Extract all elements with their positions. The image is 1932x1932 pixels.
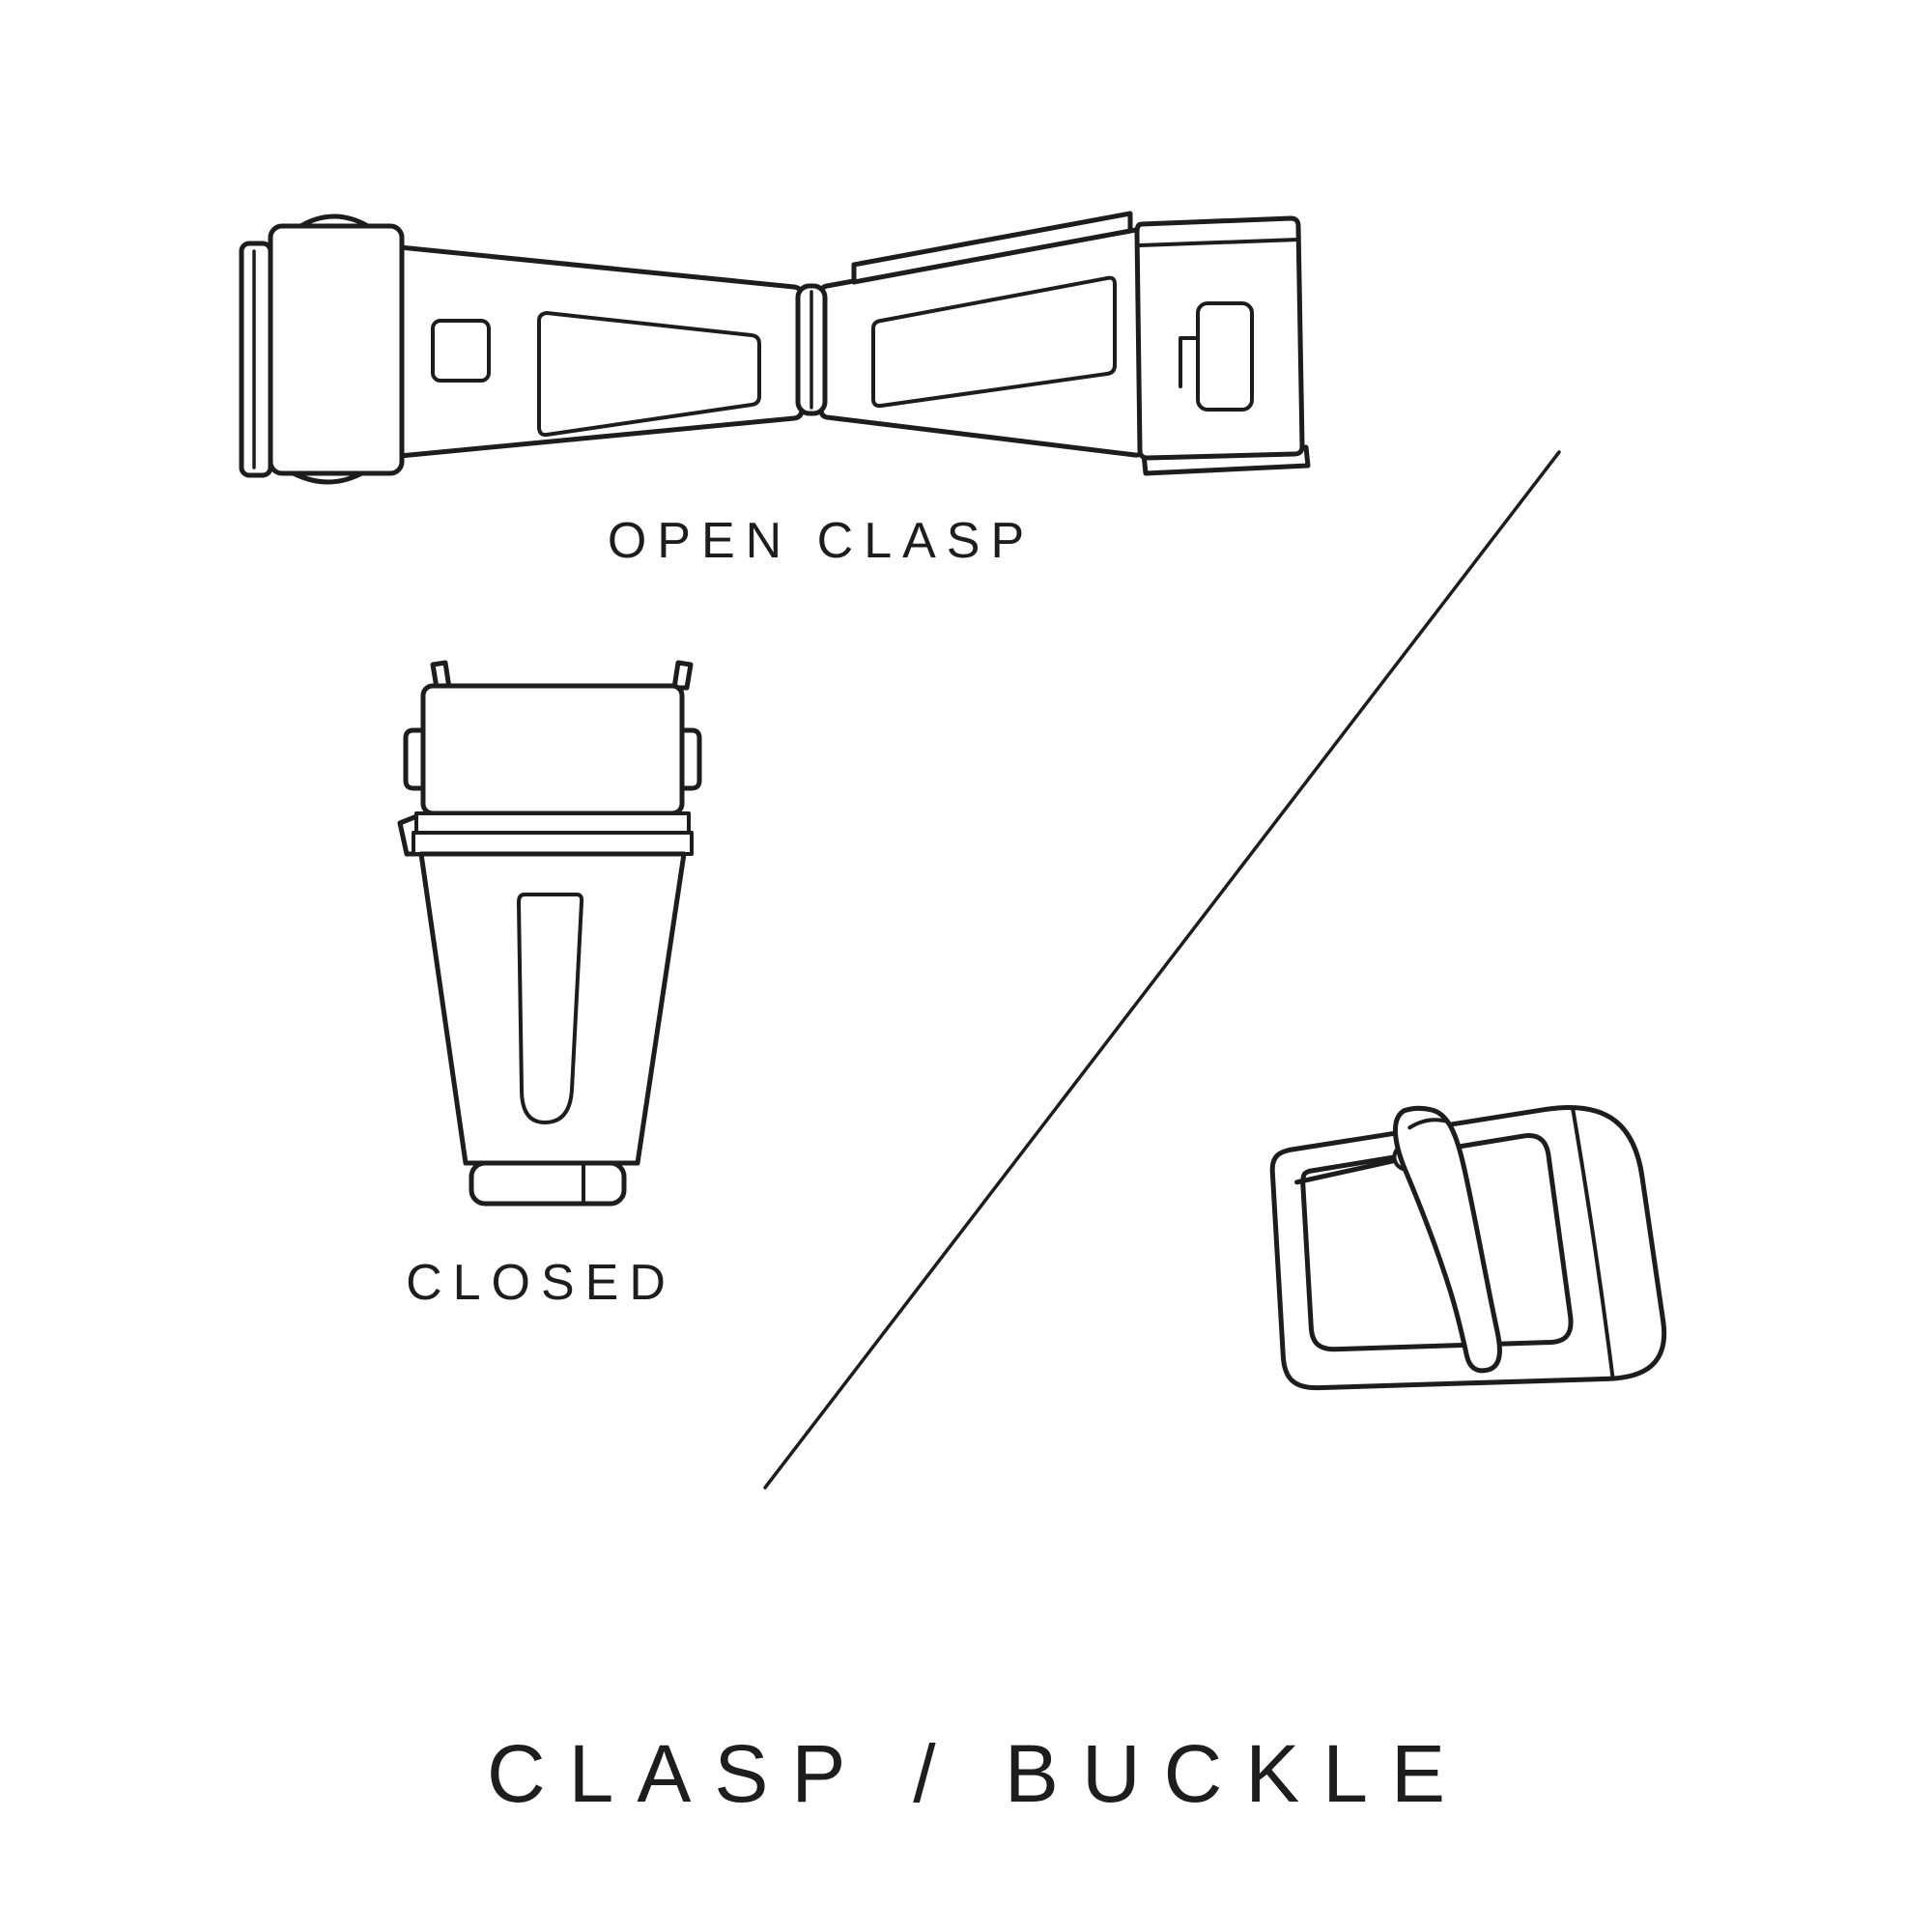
clasp-side-tab-right bbox=[677, 727, 702, 791]
right-end-cutout bbox=[1196, 301, 1254, 412]
clasp-prong-right bbox=[671, 660, 694, 691]
clasp-top-block bbox=[420, 683, 685, 816]
clasp-bottom-foot bbox=[469, 1160, 627, 1207]
left-arm-notch bbox=[431, 319, 491, 383]
clasp-band-lower bbox=[412, 831, 694, 856]
diagram-title: CLASP / BUCKLE bbox=[486, 1728, 1469, 1819]
right-end-cutout-bracket bbox=[1179, 336, 1200, 388]
buckle-band-contour bbox=[1571, 1106, 1615, 1379]
open-clasp-label: OPEN CLASP bbox=[607, 513, 1036, 569]
right-end-top-line bbox=[1138, 238, 1300, 247]
right-end-block bbox=[1134, 215, 1305, 461]
left-arm-window bbox=[537, 311, 761, 438]
right-arm-window bbox=[871, 275, 1117, 409]
right-arm-fold-slat bbox=[851, 211, 1133, 285]
buckle-tongue bbox=[1393, 1105, 1502, 1374]
buckle-pin bbox=[1294, 1157, 1401, 1185]
buckle-tongue-wrap-line bbox=[1407, 1118, 1450, 1130]
open-clasp-illustration bbox=[239, 211, 1311, 485]
clasp-band-upper bbox=[414, 811, 691, 835]
divider-line bbox=[763, 450, 1561, 1490]
clasp-side-tab-left bbox=[403, 727, 428, 791]
left-end-slat bbox=[239, 241, 273, 478]
clasp-body-window bbox=[517, 893, 584, 1124]
closed-label: CLOSED bbox=[406, 1255, 676, 1311]
buckle-illustration bbox=[1269, 1105, 1667, 1391]
left-arm bbox=[397, 244, 805, 459]
closed-clasp-illustration bbox=[397, 660, 702, 1207]
left-end-block bbox=[268, 223, 405, 476]
clasp-body bbox=[418, 851, 687, 1166]
